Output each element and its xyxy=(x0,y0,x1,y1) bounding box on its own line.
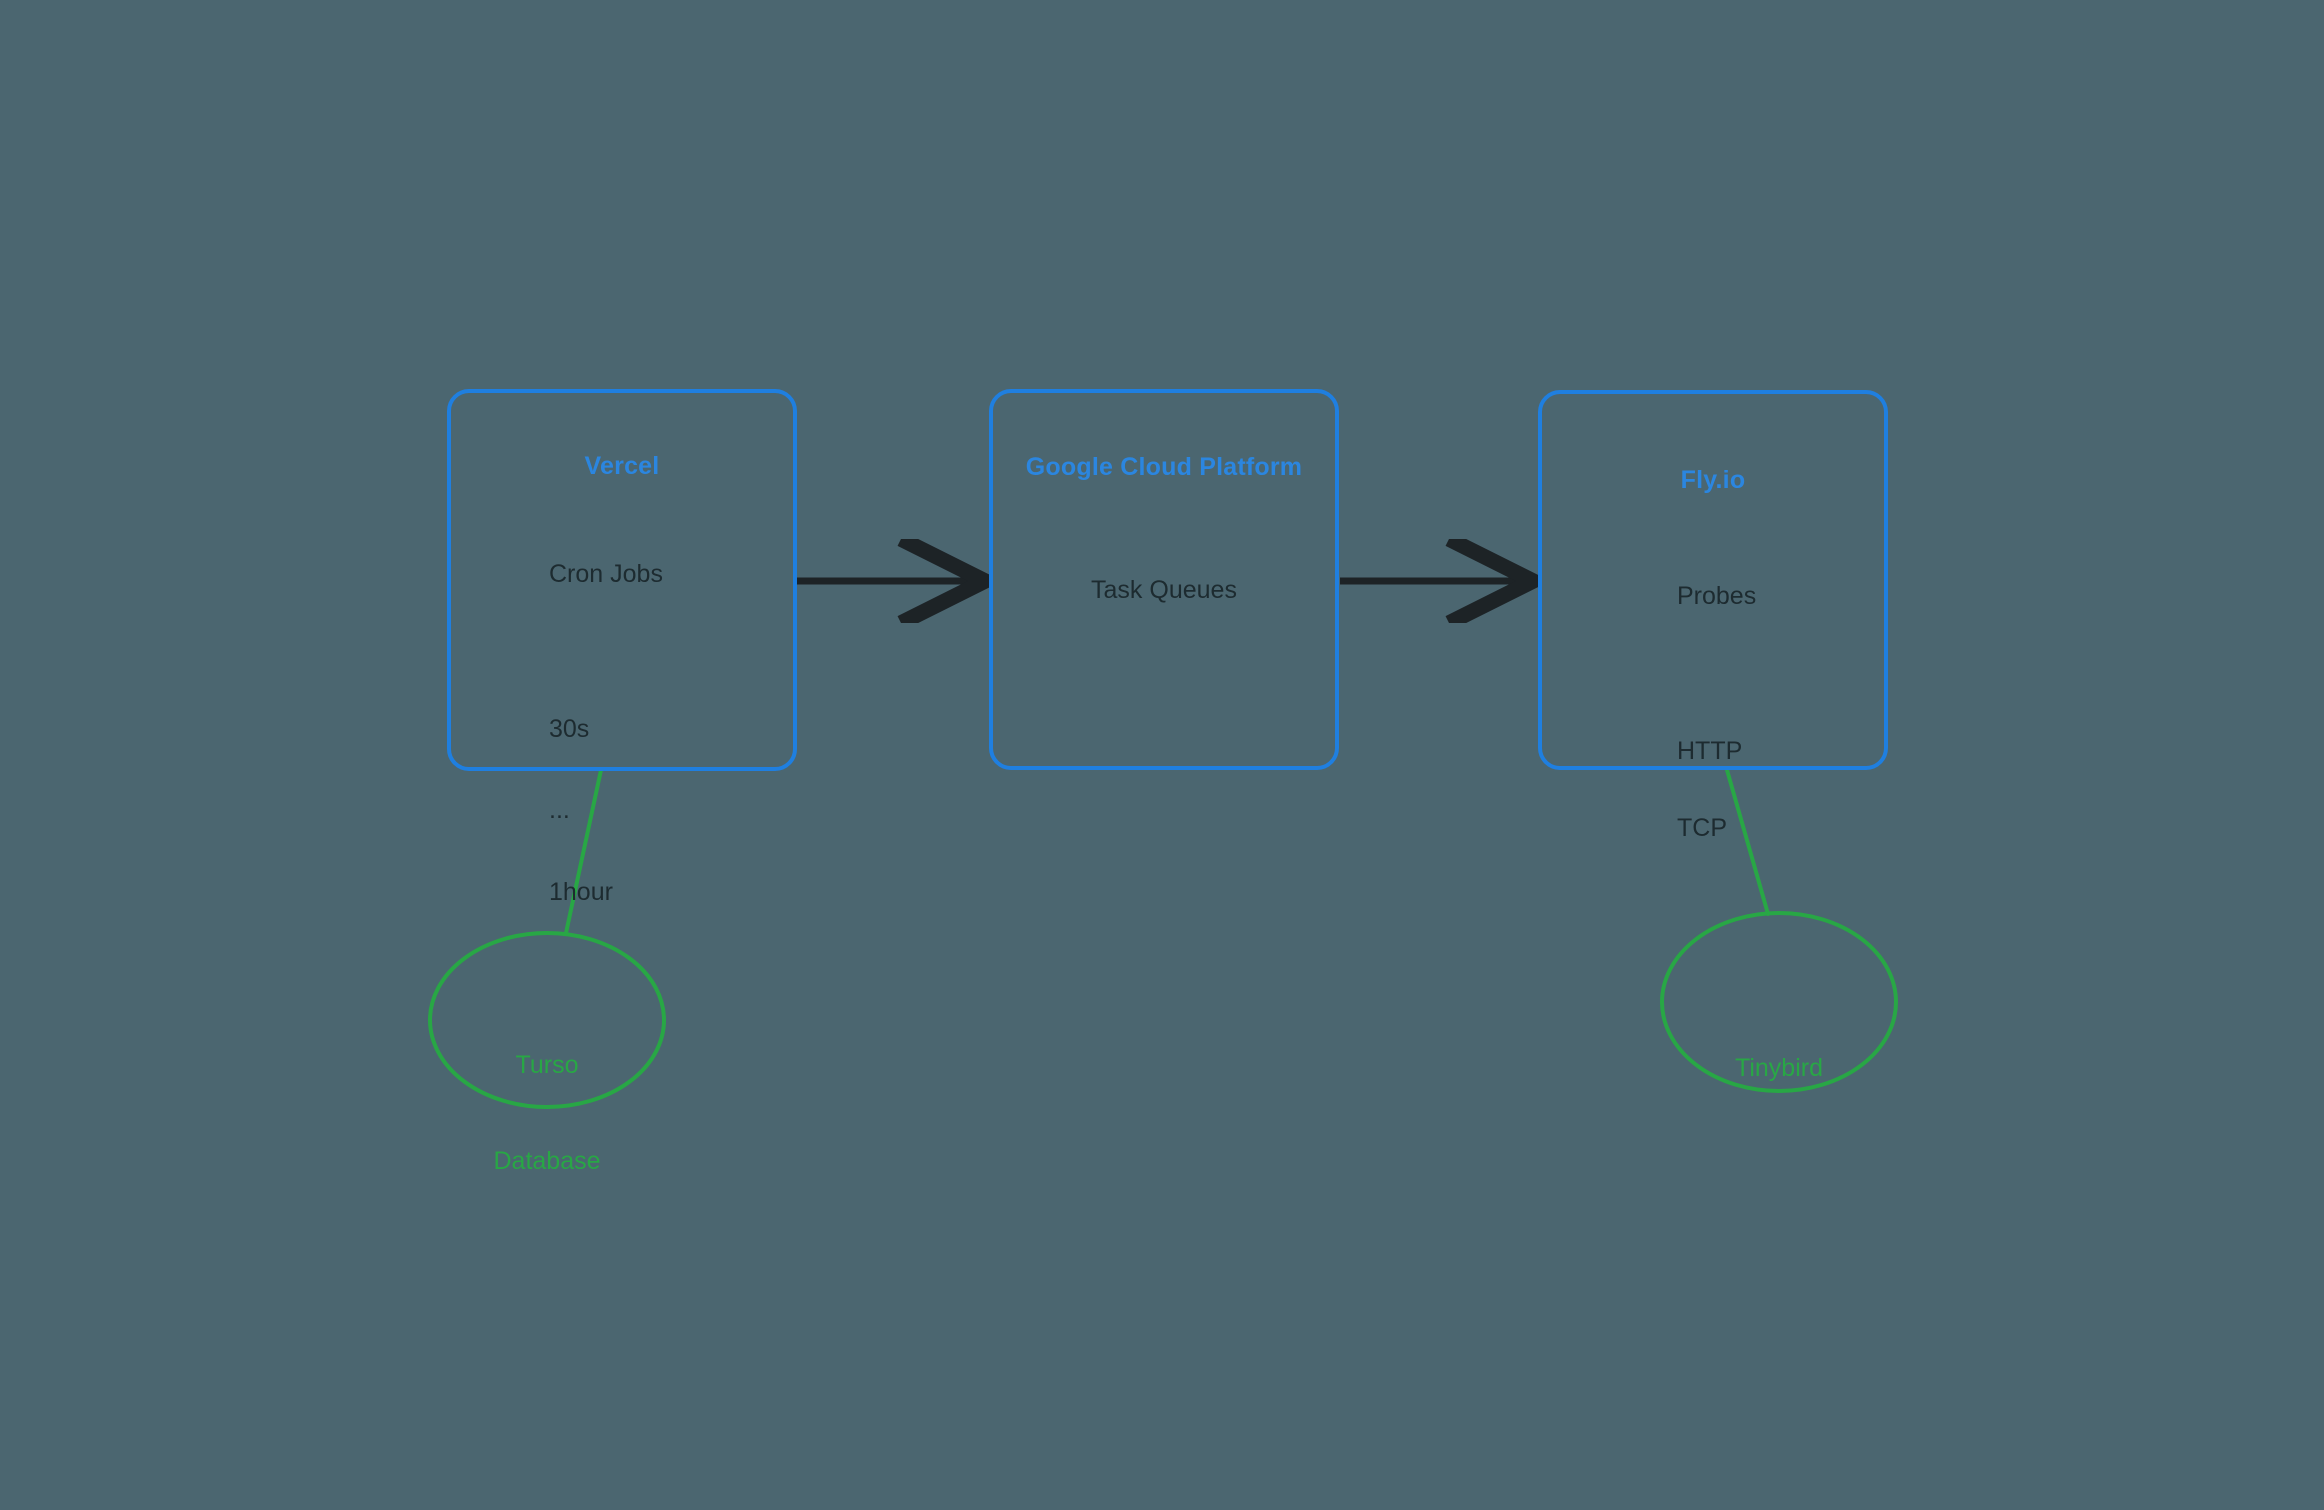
node-flyio-body-line-3: TCP xyxy=(1677,814,1727,842)
node-flyio-body-gap xyxy=(1677,659,1756,689)
node-flyio[interactable]: Fly.io Probes HTTP TCP xyxy=(1538,390,1888,842)
node-flyio-body-line-1: Probes xyxy=(1677,582,1757,610)
node-flyio-body-line-2: HTTP xyxy=(1677,737,1743,765)
node-flyio-body: Probes HTTP TCP xyxy=(1677,534,1756,894)
node-vercel-body-line-3: ... xyxy=(549,796,570,824)
node-vercel-body: Cron Jobs 30s ... 1hour xyxy=(549,512,663,957)
node-vercel-body-line-1: Cron Jobs xyxy=(549,560,663,588)
node-tinybird-label: Tinybird xyxy=(1662,988,1896,1148)
node-turso-label: Turso Database xyxy=(430,985,664,1241)
node-flyio-title: Fly.io xyxy=(1680,466,1746,494)
node-tinybird-label-line-1: Tinybird xyxy=(1735,1054,1823,1082)
node-gcp-title: Google Cloud Platform xyxy=(1025,453,1303,481)
node-turso-label-line-1: Turso xyxy=(515,1051,579,1079)
node-vercel-body-line-2: 30s xyxy=(549,715,590,743)
node-gcp[interactable]: Google Cloud Platform Task Queues xyxy=(989,389,1339,770)
node-vercel-title: Vercel xyxy=(584,452,660,480)
node-gcp-body: Task Queues xyxy=(1091,576,1237,604)
node-vercel[interactable]: Vercel Cron Jobs 30s ... 1hour xyxy=(447,389,797,906)
node-turso-label-line-2: Database xyxy=(493,1147,601,1175)
node-vercel-body-gap xyxy=(549,637,663,667)
node-vercel-body-line-4: 1hour xyxy=(549,878,613,907)
